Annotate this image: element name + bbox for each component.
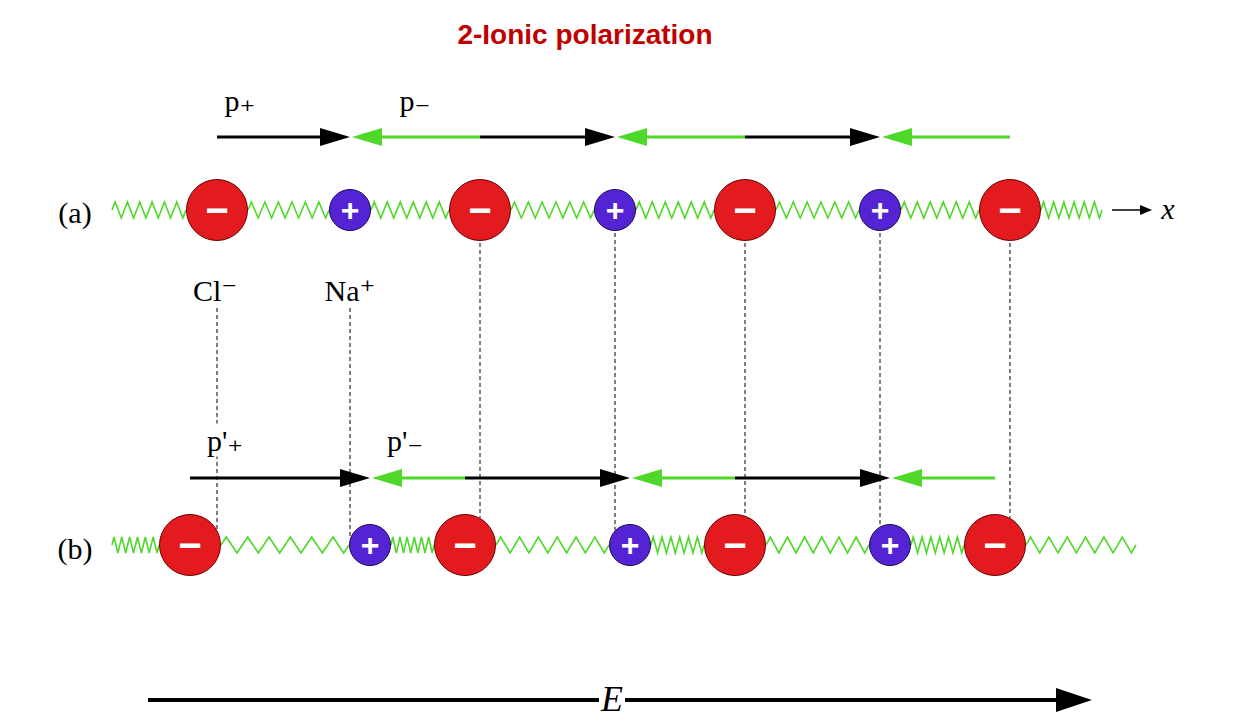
chloride-ion: − (159, 514, 221, 576)
charge-sign: + (881, 529, 900, 561)
charge-sign: + (871, 194, 890, 226)
axis-label: x (1159, 192, 1176, 225)
dipole-arrow (632, 469, 735, 487)
sodium-ion: + (594, 189, 636, 231)
dipole-arrow (352, 128, 480, 146)
reference-line (745, 243, 746, 516)
charge-sign: − (178, 525, 201, 565)
spring (901, 202, 979, 218)
title: 2-Ionic polarization (457, 19, 712, 51)
spring (371, 202, 449, 218)
ion-label: Na⁺ (323, 274, 378, 307)
charge-sign: − (733, 190, 756, 230)
spring (776, 202, 859, 218)
charge-sign: + (621, 529, 640, 561)
charge-sign: − (998, 190, 1021, 230)
charge-sign: − (983, 525, 1006, 565)
dipole-label: p'₋ (385, 424, 425, 457)
reference-line (217, 308, 218, 530)
field-label: E (599, 680, 625, 720)
sodium-ion: + (859, 189, 901, 231)
dipole-arrow (745, 128, 880, 146)
charge-sign: − (723, 525, 746, 565)
chloride-ion: − (186, 179, 248, 241)
sodium-ion: + (349, 524, 391, 566)
reference-line (615, 233, 616, 530)
charge-sign: + (361, 529, 380, 561)
sodium-ion: + (609, 524, 651, 566)
spring (391, 537, 434, 553)
sodium-ion: + (329, 189, 371, 231)
row-label: (b) (56, 532, 95, 565)
spring (248, 202, 329, 218)
spring (112, 537, 159, 553)
dipole-label: p₊ (223, 84, 258, 117)
row-label: (a) (56, 196, 93, 229)
spring (1026, 537, 1136, 553)
axis-arrow (1112, 205, 1152, 215)
spring (636, 202, 714, 218)
dipole-arrow (882, 128, 1010, 146)
chloride-ion: − (449, 179, 511, 241)
ion-label: Cl⁻ (191, 274, 239, 307)
spring (911, 537, 964, 553)
dipole-arrow (217, 128, 350, 146)
chloride-ion: − (979, 179, 1041, 241)
charge-sign: + (606, 194, 625, 226)
dipole-arrow (372, 469, 465, 487)
spring (766, 537, 869, 553)
reference-line (350, 308, 351, 539)
charge-sign: + (341, 194, 360, 226)
charge-sign: − (468, 190, 491, 230)
chloride-ion: − (704, 514, 766, 576)
spring (511, 202, 594, 218)
spring (496, 537, 609, 553)
sodium-ion: + (869, 524, 911, 566)
dipole-arrow (735, 469, 890, 487)
dipole-arrow (480, 128, 615, 146)
dipole-arrow (465, 469, 630, 487)
spring (651, 537, 704, 553)
dipole-arrow (892, 469, 995, 487)
spring (112, 202, 186, 218)
reference-line (1010, 243, 1011, 518)
chloride-ion: − (434, 514, 496, 576)
dipole-label: p₋ (398, 84, 433, 117)
dipole-arrow (617, 128, 745, 146)
spring (221, 537, 349, 553)
chloride-ion: − (714, 179, 776, 241)
charge-sign: − (453, 525, 476, 565)
reference-line (880, 233, 881, 527)
dipole-arrow (190, 469, 370, 487)
chloride-ion: − (964, 514, 1026, 576)
dipole-label: p'₊ (205, 424, 245, 457)
charge-sign: − (205, 190, 228, 230)
spring (1041, 202, 1102, 218)
